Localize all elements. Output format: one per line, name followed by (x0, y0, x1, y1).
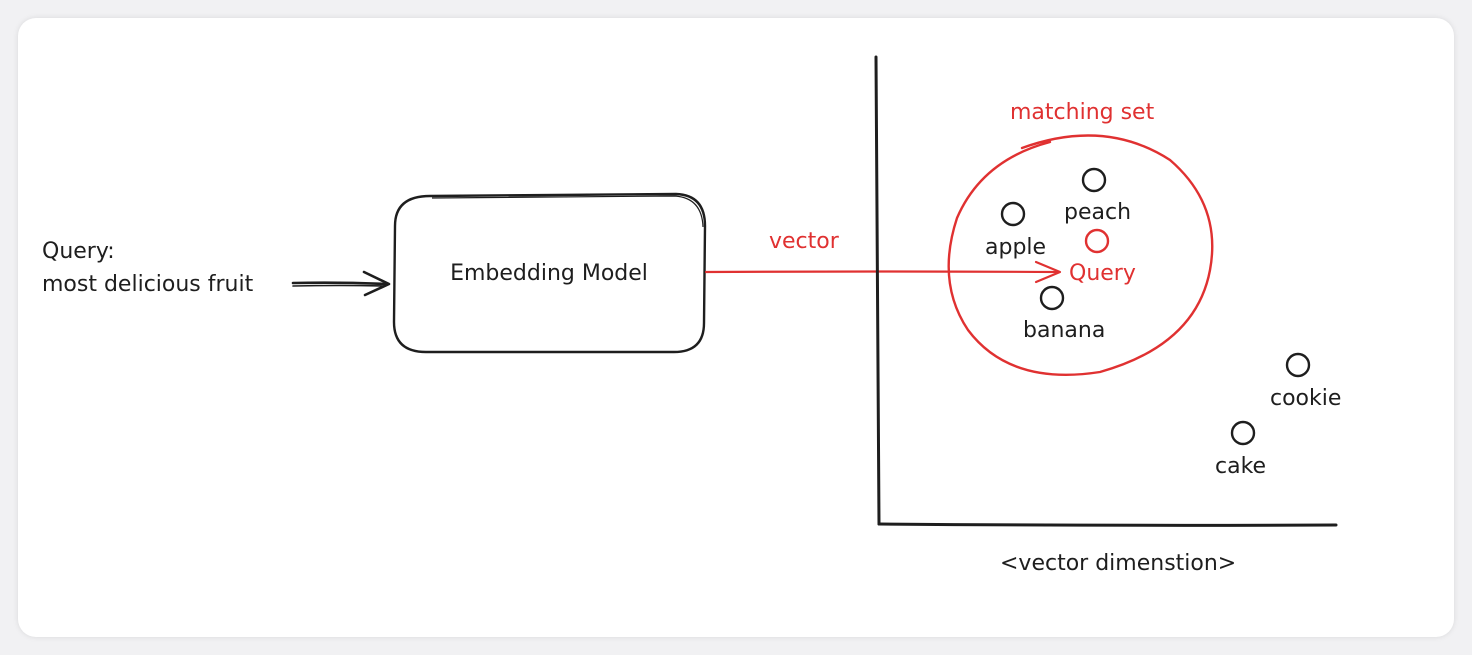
diagram-card (18, 18, 1454, 637)
cake-point (1230, 420, 1256, 446)
cookie-point (1285, 352, 1311, 378)
query-text: most delicious fruit (42, 272, 254, 297)
apple-point (1000, 201, 1026, 227)
input-arrow (291, 270, 391, 297)
axis-label: <vector dimenstion> (1000, 551, 1236, 576)
peach-label: peach (1064, 200, 1131, 225)
embedding-model-box (392, 192, 707, 354)
banana-point (1039, 285, 1065, 311)
matching-set-circle (947, 134, 1214, 376)
vector-label: vector (769, 229, 840, 254)
apple-label: apple (985, 235, 1046, 260)
query-title: Query: (42, 239, 115, 264)
cake-label: cake (1215, 454, 1266, 479)
matching-set-label: matching set (1010, 100, 1155, 125)
cookie-label: cookie (1270, 386, 1341, 411)
query-point-label: Query (1069, 261, 1136, 286)
peach-point (1081, 167, 1107, 193)
banana-label: banana (1023, 318, 1105, 343)
vector-arrow (704, 260, 1062, 284)
plot-axes (874, 55, 1338, 527)
embedding-model-label: Embedding Model (450, 261, 648, 286)
query-point (1084, 228, 1110, 254)
